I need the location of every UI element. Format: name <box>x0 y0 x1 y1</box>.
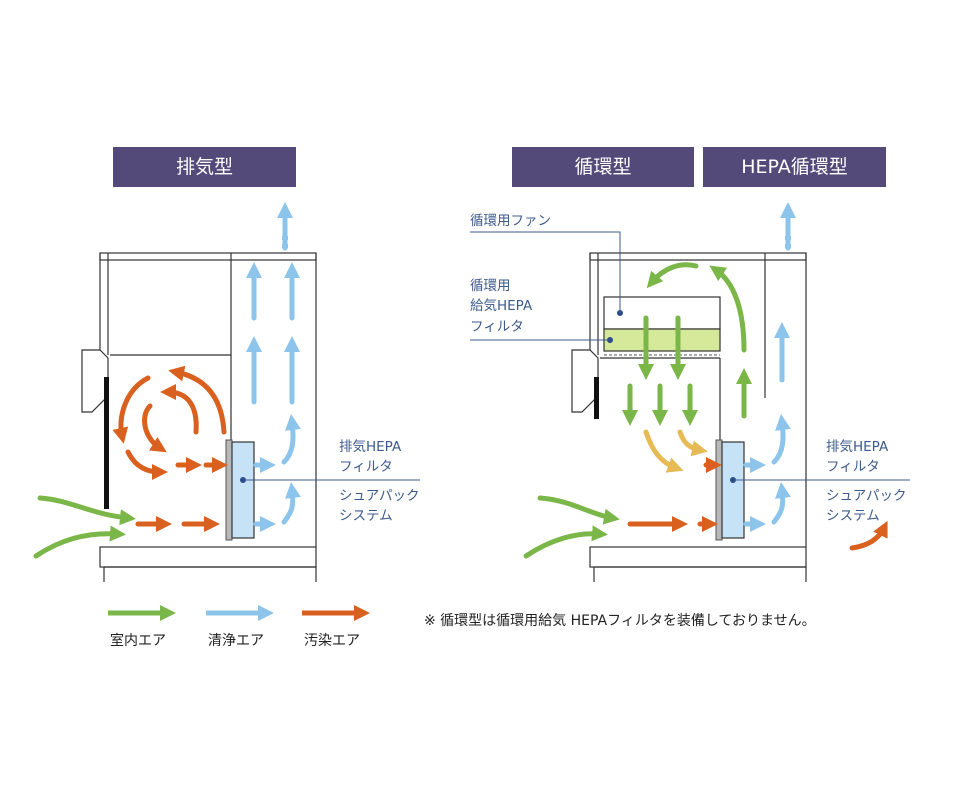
fan-leader <box>470 231 621 313</box>
room-air-arrow <box>523 525 608 559</box>
header-exhaust: 排気型 <box>113 147 296 187</box>
room-air-arrows-left <box>33 495 136 559</box>
cabinet-top-outline <box>589 252 807 261</box>
legend: 室内エア 清浄エア 汚染エア <box>108 604 371 649</box>
legend-item-room-air: 室内エア <box>108 604 177 649</box>
room-air-arrow <box>709 265 747 353</box>
legend-label: 汚染エア <box>304 633 360 649</box>
front-glass <box>104 377 109 509</box>
clean-air-arrow <box>771 414 791 465</box>
clean-air-arrow <box>281 482 301 525</box>
supply-hepa-label-1: 循環用 <box>470 278 511 294</box>
contaminated-air-arrow <box>125 449 168 480</box>
exhaust-hepa-filter <box>721 441 745 539</box>
mixed-air-arrow <box>643 429 684 473</box>
clean-air-arrow <box>281 414 301 465</box>
header-hepa-circulation: HEPA循環型 <box>703 147 886 187</box>
contaminated-air-arrows-right <box>627 456 888 551</box>
circulation-fan-label: 循環用ファン <box>470 213 551 229</box>
contaminated-air-arrows-left <box>112 365 229 533</box>
legend-label: 清浄エア <box>208 633 264 649</box>
shoe-pack-label-2: システム <box>826 508 880 524</box>
cabinet-top-outline <box>99 252 317 261</box>
exhaust-dash-left <box>282 236 288 248</box>
room-air-arrows-right <box>523 262 753 559</box>
shoe-pack-label-1: シュアパック <box>826 488 906 504</box>
room-air-arrow <box>33 525 126 559</box>
contaminated-air-arrow <box>112 375 151 444</box>
header-circulation: 循環型 <box>512 147 694 187</box>
contaminated-air-arrow <box>160 384 199 435</box>
contaminated-air-arrow <box>849 520 888 551</box>
exhaust-hepa-filter <box>231 441 255 539</box>
circulation-fan-box <box>603 296 721 330</box>
room-air-arrow <box>37 495 136 526</box>
exhaust-hepa-label-1: 排気HEPA <box>826 439 889 455</box>
legend-label: 室内エア <box>110 632 166 649</box>
header-circulation-text: 循環型 <box>574 156 631 178</box>
cabinet-circulation <box>571 252 807 582</box>
clean-air-arrow <box>771 482 791 525</box>
exhaust-hepa-label-1: 排気HEPA <box>339 439 402 455</box>
contaminated-air-arrow <box>142 403 167 453</box>
room-air-arrow <box>537 495 620 525</box>
footnote: ※ 循環型は循環用給気 HEPAフィルタを装備しておりません。 <box>424 613 816 629</box>
mixed-air-arrows-right <box>643 429 708 473</box>
work-surface <box>589 546 807 568</box>
supply-hepa-label-2: 給気HEPA <box>470 298 533 314</box>
exhaust-dash-right <box>785 236 791 248</box>
shoe-pack-label-1: シュアパック <box>339 488 419 504</box>
exhaust-hepa-label-2: フィルタ <box>339 459 393 475</box>
clean-air-arrows-right <box>743 201 797 533</box>
exhaust-filter-frame <box>715 439 723 541</box>
exhaust-hepa-label-2: フィルタ <box>826 459 880 475</box>
cabinet-exhaust <box>81 252 317 582</box>
room-air-arrow <box>646 262 699 289</box>
work-surface <box>99 546 317 568</box>
supply-hepa-filter <box>603 328 721 352</box>
header-hepa-circulation-text: HEPA循環型 <box>741 156 848 178</box>
legend-item-contaminated-air: 汚染エア <box>302 604 371 649</box>
mixed-air-arrow <box>677 429 708 457</box>
front-glass <box>594 377 599 419</box>
legend-item-clean-air: 清浄エア <box>206 604 275 649</box>
contaminated-air-arrow <box>168 365 227 435</box>
shoe-pack-label-2: システム <box>339 508 393 524</box>
header-exhaust-text: 排気型 <box>176 156 233 178</box>
clean-air-arrows-left <box>245 201 301 533</box>
supply-hepa-label-3: フィルタ <box>470 319 524 335</box>
exhaust-filter-frame <box>225 439 233 541</box>
